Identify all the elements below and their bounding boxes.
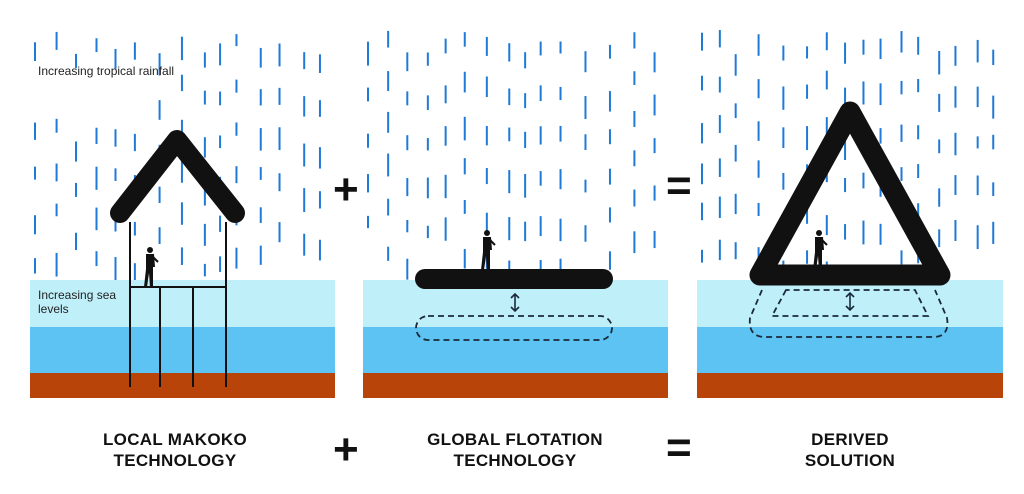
label-local-makoko: LOCAL MAKOKO TECHNOLOGY: [60, 429, 290, 471]
panel-derived-solution: [697, 101, 1003, 398]
person-icon: [813, 230, 828, 270]
deep-water-band: [697, 327, 1003, 373]
label-line: LOCAL MAKOKO: [103, 430, 247, 449]
label-line: DERIVED: [811, 430, 889, 449]
plus-operator-label-row: +: [333, 425, 359, 474]
equals-operator: =: [666, 161, 692, 210]
plus-operator: +: [333, 165, 359, 214]
up-down-arrow-icon: [845, 291, 855, 312]
panel-global-flotation: [363, 230, 668, 398]
inner-float-outline: [770, 289, 930, 317]
submerged-float-outline: [415, 315, 613, 341]
label-global-flotation: GLOBAL FLOTATION TECHNOLOGY: [395, 429, 635, 471]
floating-triangle-house-icon: [749, 101, 951, 286]
person-icon: [144, 247, 159, 287]
ground-band: [697, 373, 1003, 398]
panel-local-makoko: [30, 130, 335, 398]
label-line: SOLUTION: [804, 451, 896, 470]
person-icon: [481, 230, 496, 270]
deep-water-band: [363, 327, 668, 373]
deep-water-band: [30, 327, 335, 373]
rainfall-annotation: Increasing tropical rainfall: [38, 64, 175, 78]
equals-operator-label-row: =: [666, 423, 692, 472]
submerged-float-outline: [748, 289, 949, 338]
label-derived-solution: DERIVED SOLUTION: [735, 429, 965, 471]
stilt-house-icon: [110, 130, 245, 387]
sea-level-annotation: Increasing sea levels: [38, 288, 117, 316]
rain-dashes: [34, 30, 995, 285]
up-down-arrow-icon: [510, 292, 520, 313]
label-line: TECHNOLOGY: [453, 451, 577, 470]
label-line: TECHNOLOGY: [113, 451, 237, 470]
ground-band: [30, 373, 335, 398]
ground-band: [363, 373, 668, 398]
label-line: GLOBAL FLOTATION: [427, 430, 603, 449]
